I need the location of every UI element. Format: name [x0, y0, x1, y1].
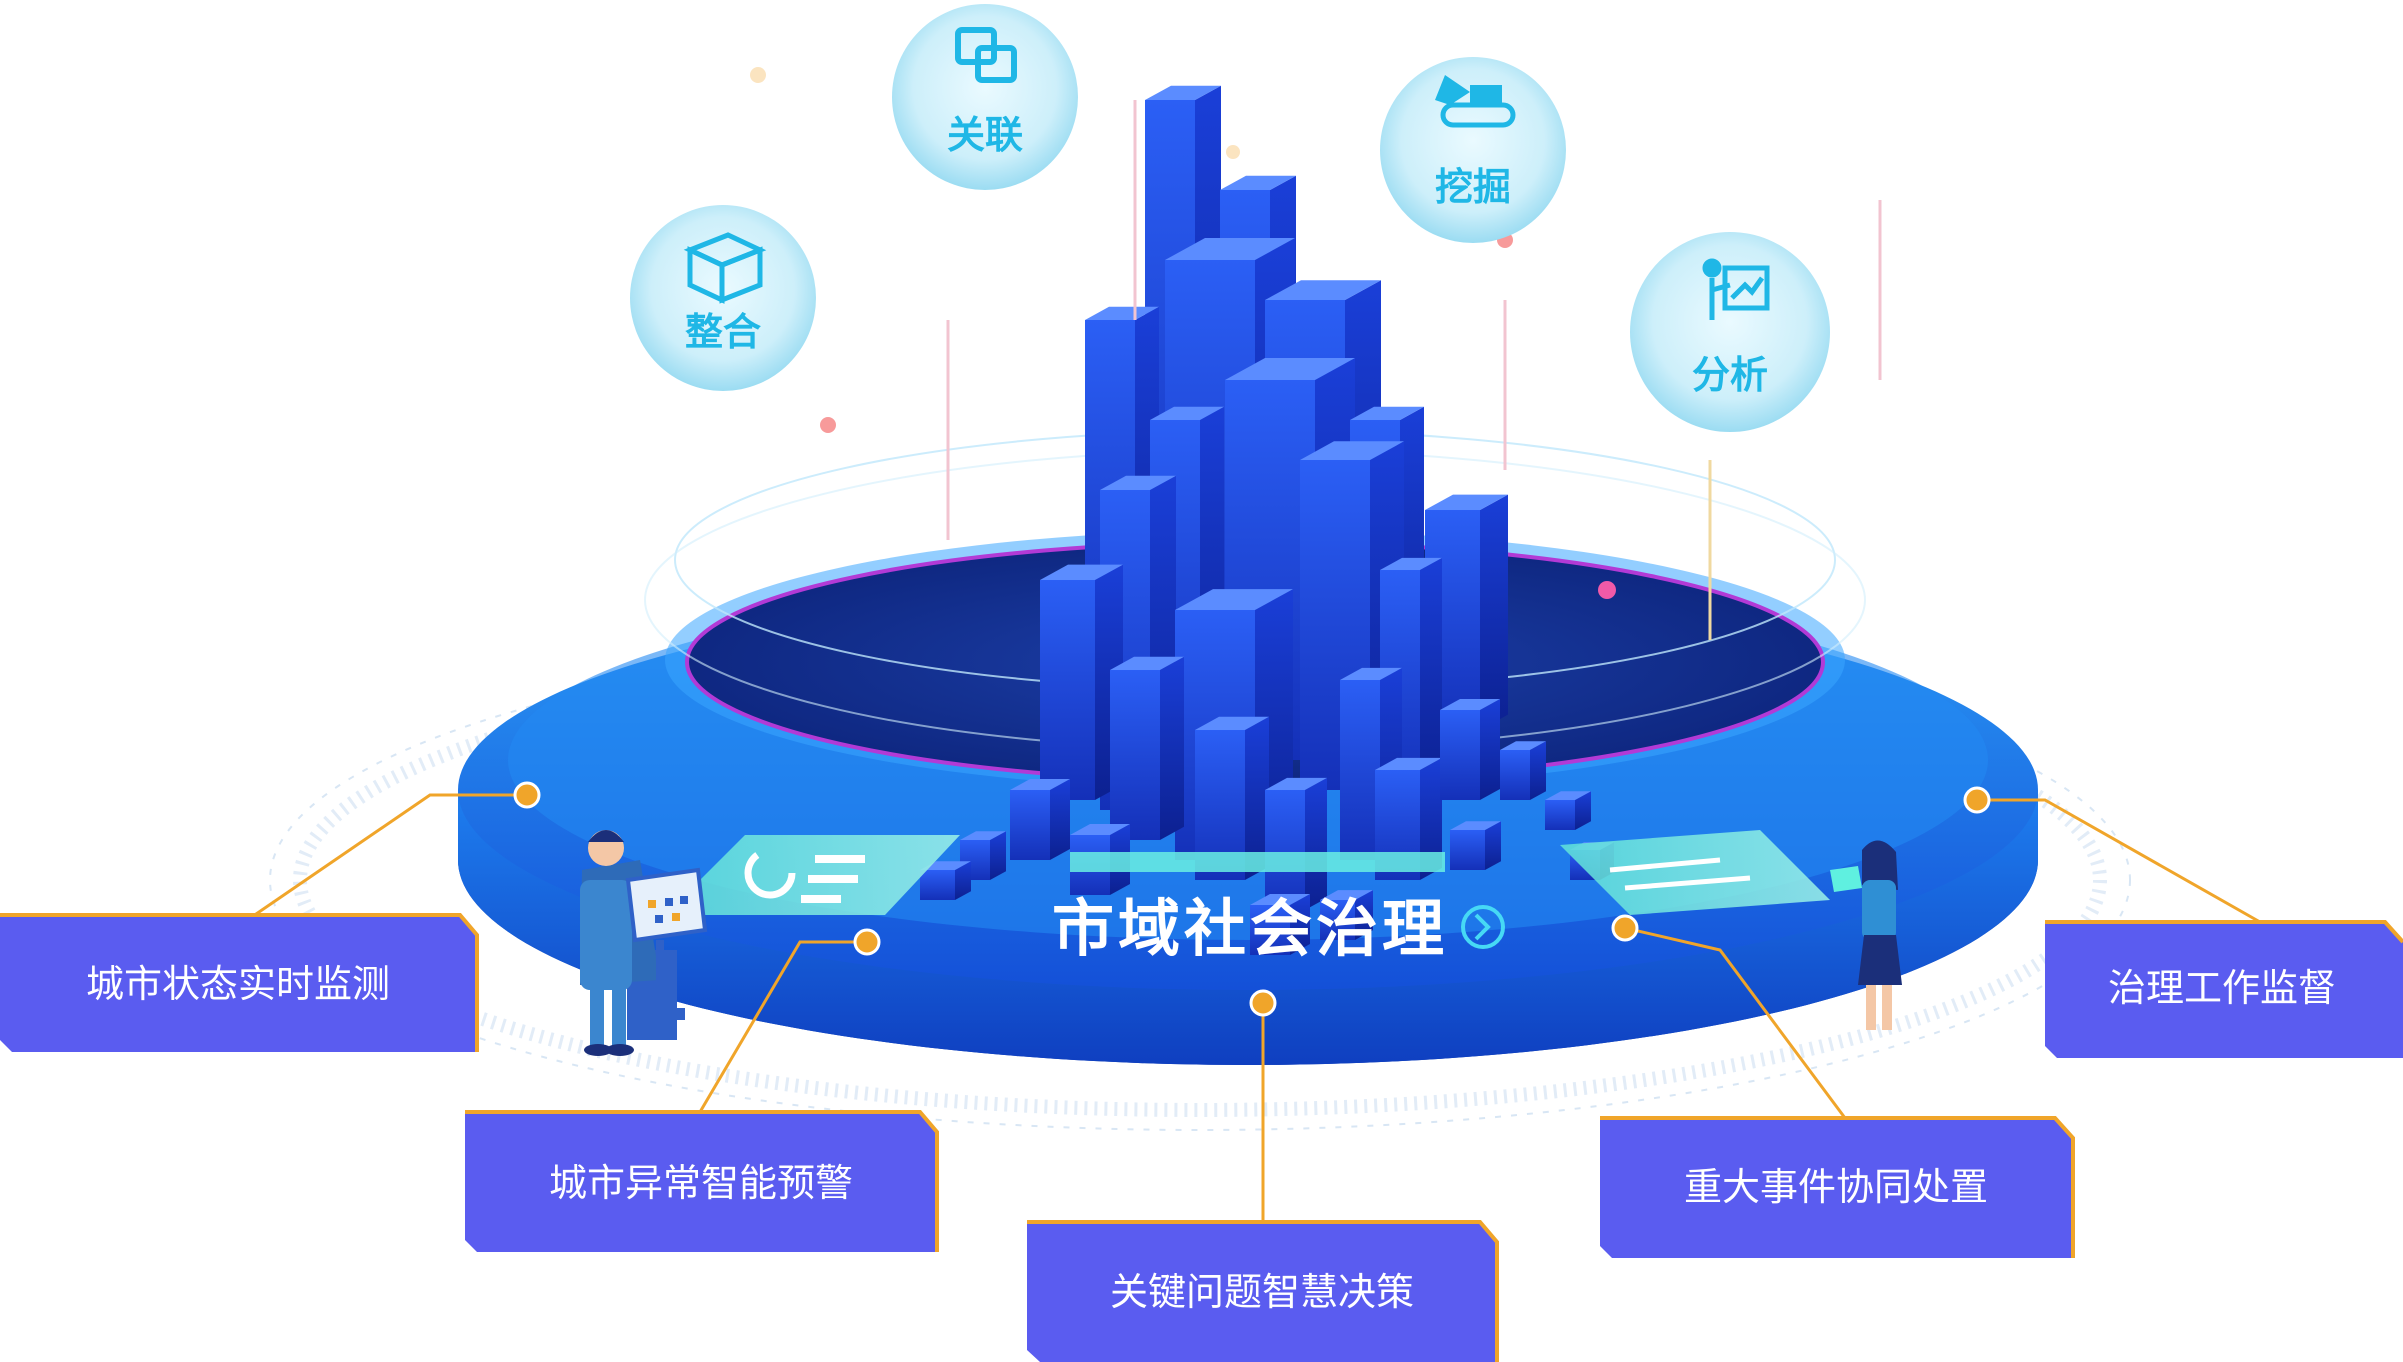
bubble-link: 关联	[892, 4, 1078, 190]
building-block	[1010, 779, 1070, 860]
chart-card-left	[665, 835, 960, 915]
building-block	[1250, 894, 1310, 955]
bubble-excavator: 挖掘	[1380, 57, 1566, 243]
light-lines	[750, 67, 1882, 640]
connector-dots	[513, 781, 1991, 1017]
chevron-right-icon[interactable]	[1461, 905, 1505, 949]
building-block	[1500, 741, 1546, 800]
building-block	[1320, 890, 1373, 940]
chart-card-right	[1560, 830, 1830, 915]
building-block	[1265, 777, 1327, 910]
feature-box-warning[interactable]: 城市异常智能预警	[465, 1110, 939, 1252]
building-block	[1450, 821, 1501, 870]
feature-box-monitoring[interactable]: 城市状态实时监测	[0, 913, 479, 1052]
excavator-icon	[1435, 75, 1516, 128]
feature-box-disposal[interactable]: 重大事件协同处置	[1600, 1116, 2075, 1258]
feature-label-warning: 城市异常智能预警	[549, 1161, 853, 1205]
person-man-icon	[580, 830, 708, 1056]
box-icon	[683, 232, 767, 304]
bubble-label-link: 关联	[947, 113, 1023, 157]
feature-box-decision[interactable]: 关键问题智慧决策	[1027, 1220, 1499, 1362]
title-bar-glow	[1070, 852, 1445, 872]
bubble-presentation: 分析	[1630, 232, 1830, 432]
feature-label-supervision: 治理工作监督	[2108, 966, 2336, 1010]
building-block	[1110, 656, 1184, 840]
bubble-box: 整合	[630, 205, 816, 391]
bubble-label-excavator: 挖掘	[1435, 165, 1511, 209]
center-title: 市域社会治理	[1052, 892, 1448, 965]
feature-label-decision: 关键问题智慧决策	[1110, 1270, 1414, 1314]
building-block	[1440, 699, 1500, 800]
person-woman-icon	[1830, 840, 1902, 1030]
link-icon	[955, 27, 1017, 83]
feature-label-monitoring: 城市状态实时监测	[86, 962, 390, 1006]
feature-box-supervision[interactable]: 治理工作监督	[2045, 920, 2403, 1058]
bubble-label-presentation: 分析	[1692, 353, 1768, 397]
bubble-label-box: 整合	[685, 310, 761, 354]
building-block	[1545, 791, 1591, 830]
connectors	[239, 793, 2261, 1222]
feature-label-disposal: 重大事件协同处置	[1684, 1165, 1988, 1209]
presentation-icon	[1702, 258, 1770, 320]
city-buildings	[920, 85, 1614, 955]
